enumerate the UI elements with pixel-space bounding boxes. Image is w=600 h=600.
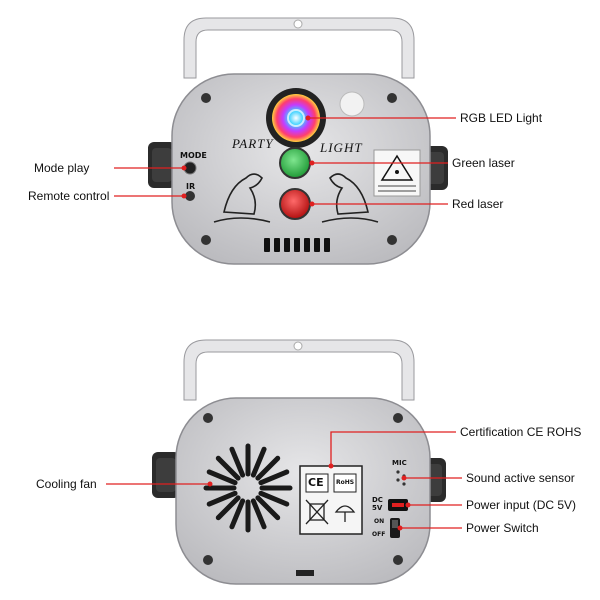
corner-screw [201, 93, 211, 103]
fan-slot [255, 495, 281, 521]
front-left-knob[interactable] [148, 142, 176, 188]
red-laser-lens [279, 188, 311, 220]
fan-slot [255, 455, 281, 481]
bracket-screw-hole [293, 19, 303, 29]
corner-screw [203, 413, 213, 423]
rgb-led-lens [266, 88, 326, 148]
corner-screw [387, 235, 397, 245]
dc-port-pin [392, 503, 404, 507]
callout-lines [106, 117, 462, 529]
callout-certification [330, 431, 456, 466]
seal-artwork-right [321, 173, 379, 223]
device-on-text: ON [374, 518, 385, 525]
rohs-mark-icon [333, 473, 357, 493]
label-remote-control: Remote control [28, 189, 110, 203]
ce-mark-icon [305, 473, 329, 493]
green-laser-lens [279, 147, 311, 179]
fan-slot [215, 495, 241, 521]
callout-dots [181, 115, 411, 531]
device-brand-right: LIGHT [320, 140, 363, 155]
bracket-screw-hole [293, 341, 303, 351]
label-green-laser: Green laser [452, 156, 515, 170]
back-mounting-bracket [183, 339, 415, 401]
fan-slot [229, 498, 246, 530]
corner-screw [203, 555, 213, 565]
device-mic-text: MIC [392, 459, 407, 467]
fan-slot [215, 455, 241, 481]
corner-screw [201, 235, 211, 245]
front-unit [148, 17, 448, 265]
ir-receiver [185, 191, 195, 201]
fan-slot [250, 498, 267, 530]
laser-warning-sticker [373, 149, 421, 197]
fan-slot [206, 469, 238, 486]
umbrella-icon [334, 505, 356, 522]
label-mode-play: Mode play [34, 161, 90, 175]
ir-sensor-window [339, 91, 365, 117]
fan-slot [258, 490, 290, 507]
device-ir-text: IR [186, 182, 196, 191]
label-sound-active-sensor: Sound active sensor [466, 471, 575, 485]
back-bottom-slot [296, 570, 314, 576]
corner-screw [387, 93, 397, 103]
device-off-text: OFF [372, 531, 386, 538]
back-unit [152, 339, 446, 585]
device-brand-left: PARTY [232, 136, 274, 151]
device-ce-text: CE [308, 476, 324, 489]
device-rohs-text: RoHS [336, 479, 355, 486]
power-switch-knob [392, 520, 398, 528]
label-power-switch: Power Switch [466, 521, 539, 535]
fan-slot [206, 490, 238, 507]
fan-slot [229, 446, 246, 478]
weee-bin-icon [305, 499, 329, 525]
corner-screw [393, 413, 403, 423]
label-cooling-fan: Cooling fan [36, 477, 97, 491]
fan-slot [250, 446, 267, 478]
label-power-input: Power input (DC 5V) [466, 498, 577, 512]
device-dc-text: DC [372, 496, 383, 504]
label-certification: Certification CE ROHS [460, 425, 582, 439]
corner-screw [393, 555, 403, 565]
cooling-fan-vent [203, 443, 293, 533]
front-mounting-bracket [183, 17, 415, 79]
device-5v-text: 5V [372, 504, 383, 512]
label-red-laser: Red laser [452, 197, 504, 211]
device-mode-text: MODE [180, 151, 207, 160]
seal-artwork-left [213, 173, 271, 223]
front-vent-slots [264, 238, 330, 252]
label-rgb-led-light: RGB LED Light [460, 111, 543, 125]
fan-slot [258, 469, 290, 486]
